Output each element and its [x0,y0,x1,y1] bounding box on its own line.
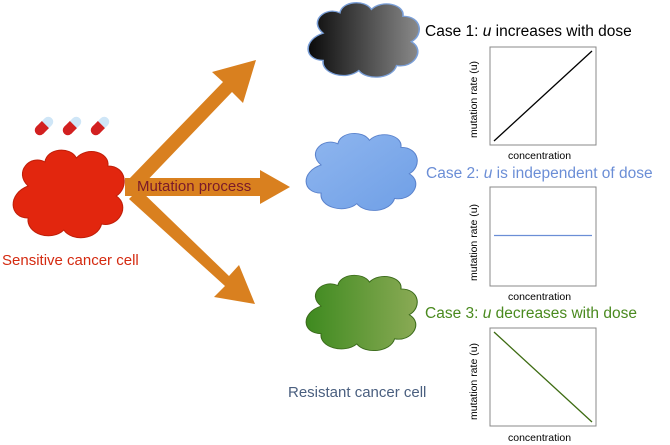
y-axis-label-case3: mutation rate (u) [468,342,480,420]
y-axis-label-case2: mutation rate (u) [468,203,480,281]
arrow-middle [125,170,290,204]
drug-capsules [34,116,110,136]
mutation-arrows [125,60,290,304]
resistant-cell-icon-case3 [305,274,418,352]
resistant-cell-icon-case1 [307,1,421,78]
x-axis-label-case2: concentration [508,291,572,303]
case2-title: Case 2: u is independent of dose [426,165,653,182]
trend-line-decreasing [493,331,593,423]
arrow-up [129,60,256,189]
trend-line-increasing [493,50,593,142]
arrow-down [129,189,255,304]
plot-case1 [489,46,597,146]
resistant-cell-label: Resistant cancer cell [288,384,427,401]
drug-capsule-icon [62,116,82,136]
resistant-cell-icon-case2 [305,132,418,211]
drug-capsule-icon [90,116,110,136]
case1-title: Case 1: u increases with dose [425,23,632,40]
y-axis-label-case1: mutation rate (u) [468,60,480,138]
drug-capsule-icon [34,116,54,136]
sensitive-cell-label: Sensitive cancer cell [2,252,139,269]
mutation-process-label: Mutation process [137,178,252,195]
sensitive-cell-icon [12,149,125,239]
plot-case2 [489,186,597,287]
case3-title: Case 3: u decreases with dose [425,305,637,322]
plot-frame [489,186,597,287]
x-axis-label-case3: concentration [508,432,572,444]
plot-case3 [489,327,597,427]
x-axis-label-case1: concentration [508,150,572,162]
